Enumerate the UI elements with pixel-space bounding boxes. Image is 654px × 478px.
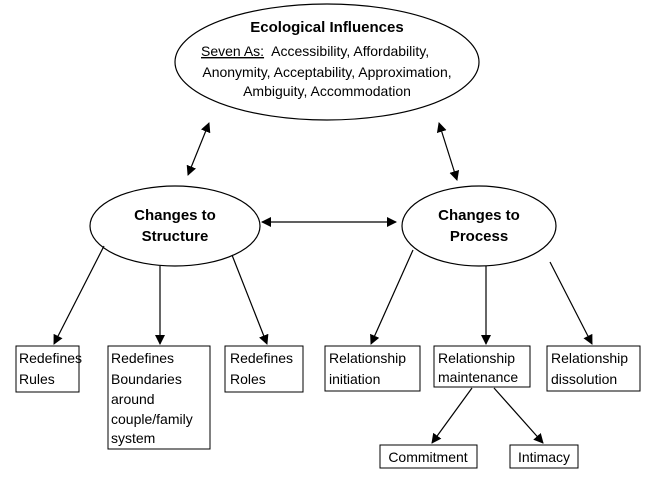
process-line1: Changes to	[438, 207, 520, 224]
seven-as-line3: Ambiguity, Accommodation	[243, 83, 411, 99]
box-redefines-rules: Redefines Rules	[15, 345, 82, 393]
changes-to-process-node: Changes to Process	[401, 185, 557, 267]
arrow-to-initiation	[370, 249, 414, 345]
structure-line1: Changes to	[134, 207, 216, 224]
dissolution-line1: Relationship	[551, 350, 628, 366]
ecological-influences-node: Ecological Influences Seven As: Accessib…	[174, 3, 480, 121]
boundaries-line2: Boundaries	[111, 371, 182, 387]
structure-line2: Structure	[142, 228, 209, 245]
maintenance-line1: Relationship	[438, 350, 515, 366]
arrow-to-commitment	[431, 387, 473, 444]
dissolution-line2: dissolution	[551, 371, 617, 387]
roles-line2: Roles	[230, 371, 266, 387]
seven-as-label: Seven As:	[201, 43, 264, 59]
maintenance-line2: maintenance	[438, 369, 518, 385]
arrow-top-structure	[186, 122, 211, 176]
rules-line2: Rules	[19, 371, 55, 387]
arrow-to-dissolution	[549, 261, 593, 345]
changes-to-structure-node: Changes to Structure	[89, 185, 261, 267]
intimacy-label: Intimacy	[518, 449, 570, 465]
boundaries-line1: Redefines	[111, 350, 174, 366]
box-relationship-dissolution: Relationship dissolution	[546, 345, 641, 392]
rules-line1: Redefines	[19, 350, 82, 366]
box-redefines-roles: Redefines Roles	[224, 345, 304, 393]
boundaries-line5: system	[111, 430, 155, 446]
arrow-to-rules	[53, 245, 105, 345]
ecological-influences-title: Ecological Influences	[250, 19, 403, 36]
box-commitment: Commitment	[379, 444, 478, 469]
commitment-label: Commitment	[388, 449, 467, 465]
process-line2: Process	[450, 228, 508, 245]
seven-as-line2: Anonymity, Acceptability, Approximation,	[202, 64, 451, 80]
seven-as-line1: Accessibility, Affordability,	[271, 43, 429, 59]
arrow-to-roles	[231, 254, 269, 345]
seven-as-line: Seven As: Accessibility, Affordability,	[201, 43, 429, 59]
roles-line1: Redefines	[230, 350, 293, 366]
initiation-line1: Relationship	[329, 350, 406, 366]
initiation-line2: initiation	[329, 371, 380, 387]
box-intimacy: Intimacy	[509, 444, 579, 469]
box-relationship-maintenance: Relationship maintenance	[433, 345, 531, 388]
arrow-top-process	[436, 122, 460, 181]
boundaries-line4: couple/family	[111, 411, 193, 427]
box-relationship-initiation: Relationship initiation	[324, 345, 421, 392]
boundaries-line3: around	[111, 391, 155, 407]
box-redefines-boundaries: Redefines Boundaries around couple/famil…	[107, 345, 211, 450]
arrow-to-intimacy	[493, 387, 544, 444]
